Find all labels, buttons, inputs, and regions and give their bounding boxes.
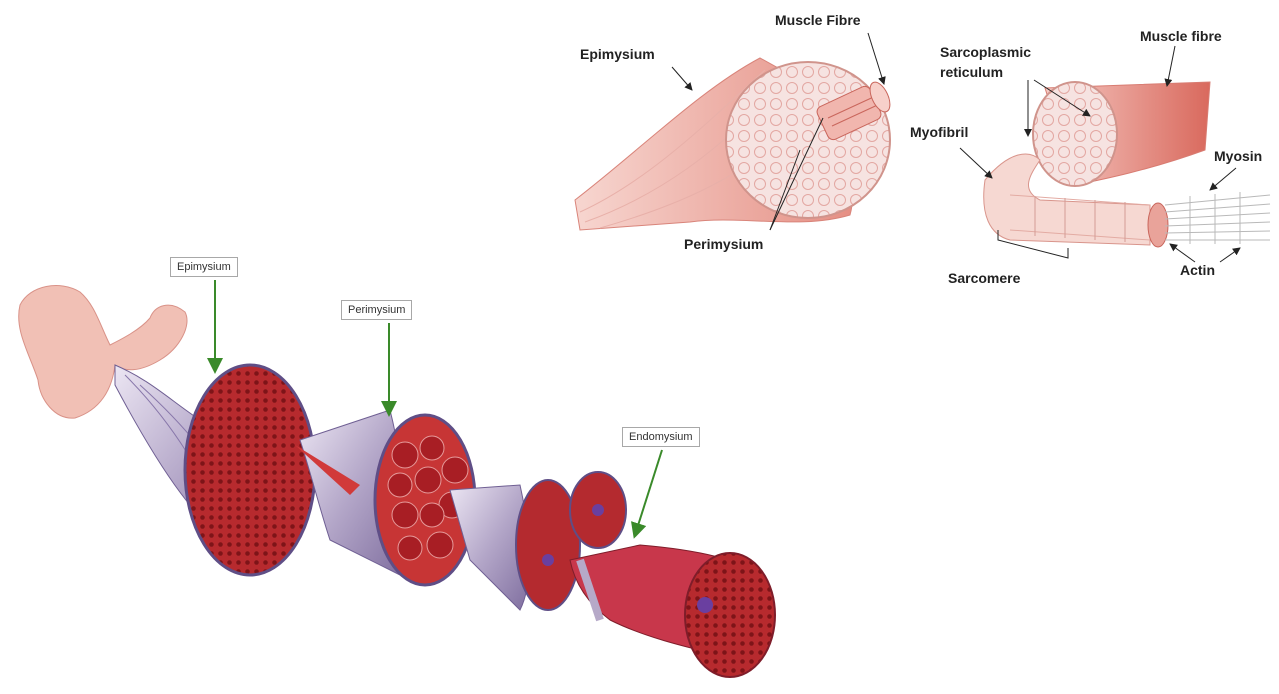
label-sarcoplasmic-line1: Sarcoplasmic [940, 44, 1031, 60]
label-sarcomere: Sarcomere [948, 270, 1020, 286]
myofilaments [1165, 192, 1270, 244]
label-muscle-fibre-top: Muscle Fibre [775, 12, 861, 28]
whole-muscle-illustration [575, 58, 894, 230]
label-sarcoplasmic-line2: reticulum [940, 64, 1003, 80]
label-epimysium-bottom: Epimysium [170, 257, 238, 277]
label-endomysium-bottom: Endomysium [622, 427, 700, 447]
leader-myofibril [960, 148, 992, 178]
label-perimysium-top: Perimysium [684, 236, 763, 252]
label-myosin: Myosin [1214, 148, 1262, 164]
leader-actin-2 [1220, 248, 1240, 262]
fascicle-bundle [295, 410, 475, 585]
label-perimysium-bottom: Perimysium [341, 300, 412, 320]
muscle-belly [115, 365, 315, 575]
muscle-fibre-detail [984, 82, 1270, 258]
leader-muscle-fibre-right [1167, 46, 1175, 86]
leader-myosin [1210, 168, 1236, 190]
label-muscle-fibre-right: Muscle fibre [1140, 28, 1222, 44]
leader-epimysium-top [672, 67, 692, 90]
single-fibre [570, 545, 775, 677]
label-actin: Actin [1180, 262, 1215, 278]
leader-muscle-fibre-top [868, 33, 884, 84]
arrow-endomysium [635, 450, 662, 535]
label-epimysium-top: Epimysium [580, 46, 655, 62]
leader-actin-1 [1170, 244, 1195, 262]
label-myofibril: Myofibril [910, 124, 968, 140]
